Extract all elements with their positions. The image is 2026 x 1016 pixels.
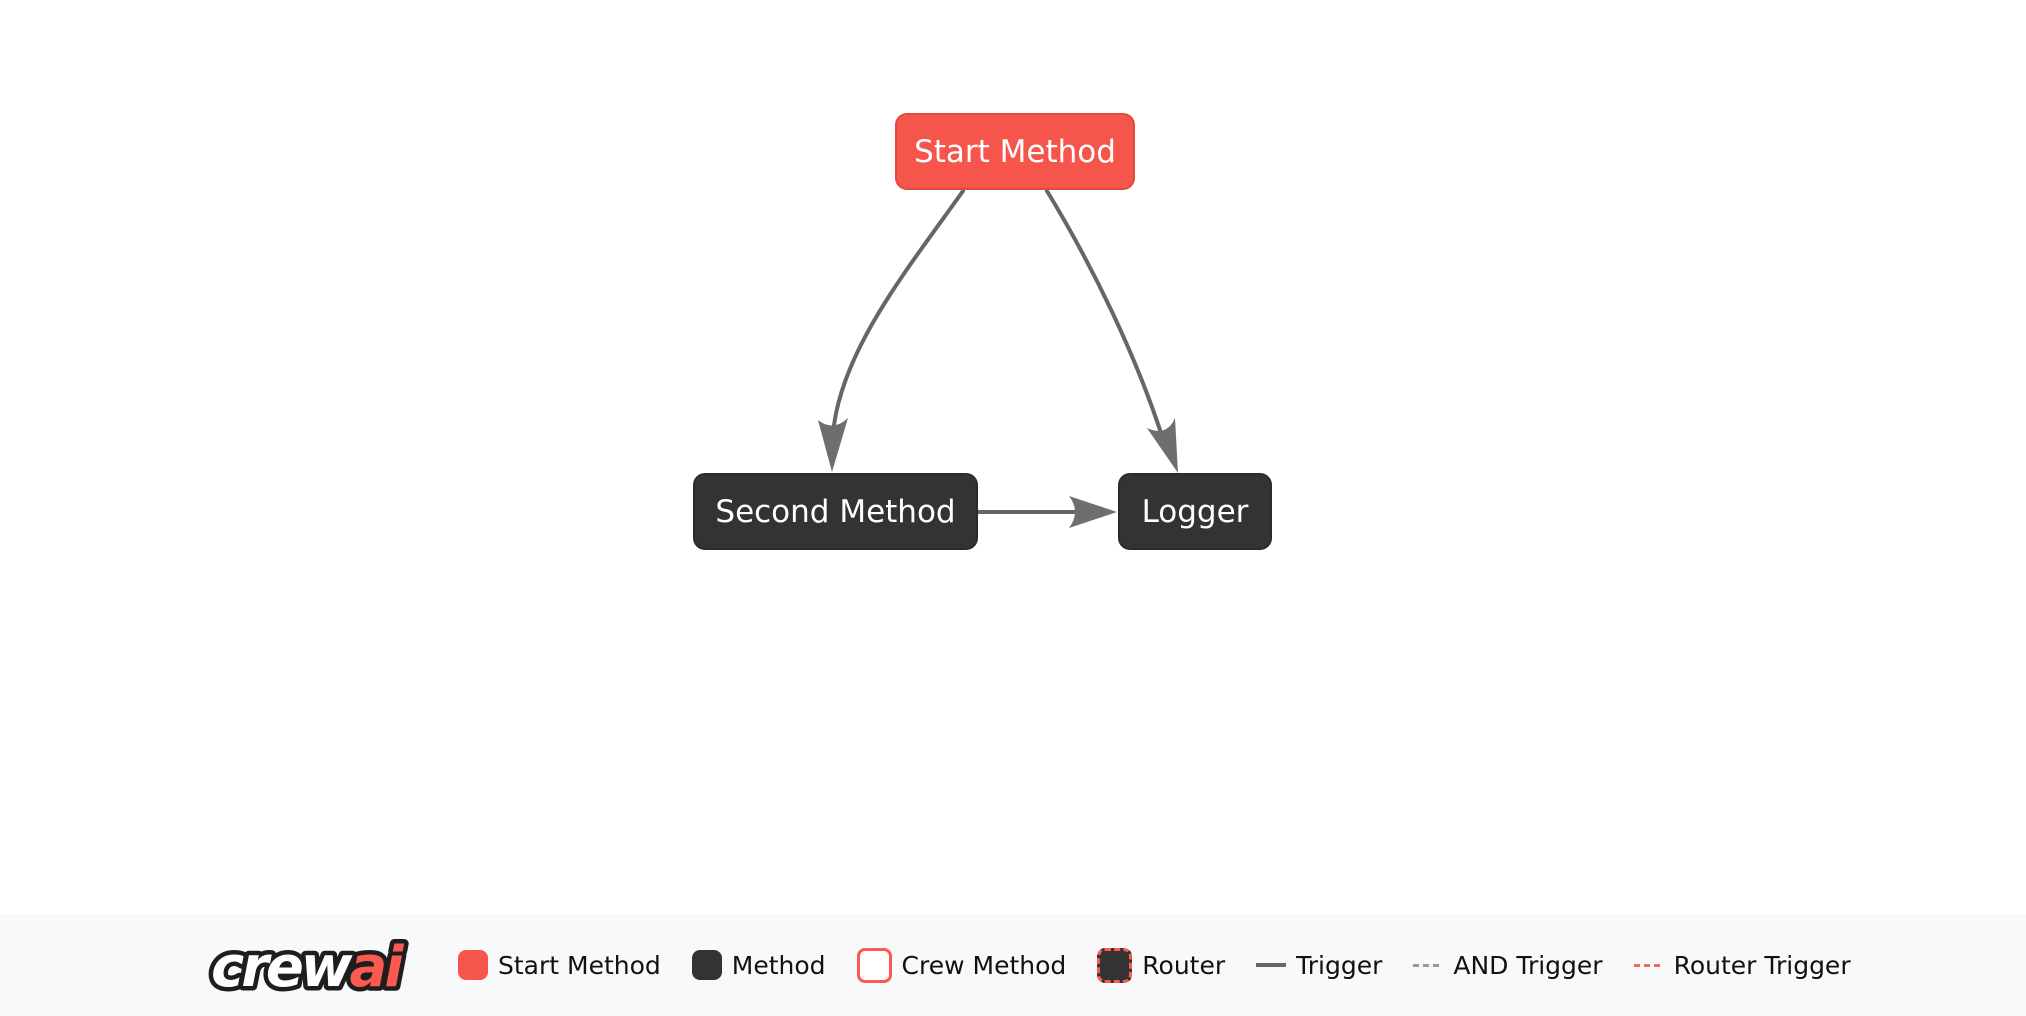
legend-item-router-trigger: Router Trigger xyxy=(1633,950,1851,980)
legend-item-trigger: Trigger xyxy=(1256,951,1382,980)
edge-start-to-second xyxy=(832,189,965,427)
legend-label-and-trigger: AND Trigger xyxy=(1453,950,1603,980)
router-trigger-line-icon xyxy=(1633,963,1664,967)
method-swatch-icon xyxy=(691,950,722,980)
legend-label-method: Method xyxy=(731,950,826,980)
legend-label-crew-method: Crew Method xyxy=(901,950,1067,980)
arrowhead-second-to-logger xyxy=(1069,496,1117,528)
legend-footer: crewai Start Method Method Crew Method R… xyxy=(0,914,2026,1016)
legend-item-router: Router xyxy=(1097,947,1226,983)
crewai-logo-ai: ai xyxy=(350,935,405,1000)
legend-label-router: Router xyxy=(1142,950,1226,980)
start-method-swatch-icon xyxy=(458,950,488,980)
crewai-logo: crewai xyxy=(207,931,412,1005)
node-second-method[interactable]: Second Method xyxy=(693,473,978,550)
legend-item-crew-method: Crew Method xyxy=(856,947,1067,983)
node-second-method-label: Second Method xyxy=(715,493,956,530)
flow-canvas[interactable]: Start Method Second Method Logger xyxy=(0,0,2026,914)
arrowhead-start-to-second xyxy=(818,418,848,472)
legend-item-and-trigger: AND Trigger xyxy=(1413,950,1603,980)
node-logger[interactable]: Logger xyxy=(1118,473,1272,550)
svg-text:crewai: crewai xyxy=(211,935,404,1000)
node-logger-label: Logger xyxy=(1141,493,1249,530)
crew-method-swatch-icon xyxy=(856,947,892,983)
legend-label-router-trigger: Router Trigger xyxy=(1673,950,1851,980)
legend-label-start-method: Start Method xyxy=(498,950,661,980)
node-start-method-label: Start Method xyxy=(914,133,1116,170)
legend-label-trigger: Trigger xyxy=(1296,950,1383,980)
crewai-logo-crew: crew xyxy=(211,935,353,1000)
edges-layer xyxy=(818,189,1178,528)
legend-item-method: Method xyxy=(691,950,826,980)
trigger-line-icon xyxy=(1256,963,1287,967)
router-swatch-icon xyxy=(1097,947,1133,983)
legend: Start Method Method Crew Method Router T… xyxy=(458,914,1851,1016)
edge-start-to-logger xyxy=(1045,189,1162,432)
arrowhead-start-to-logger xyxy=(1147,418,1178,473)
node-start-method[interactable]: Start Method xyxy=(895,113,1135,190)
legend-item-start-method: Start Method xyxy=(458,950,661,980)
and-trigger-line-icon xyxy=(1413,963,1444,967)
